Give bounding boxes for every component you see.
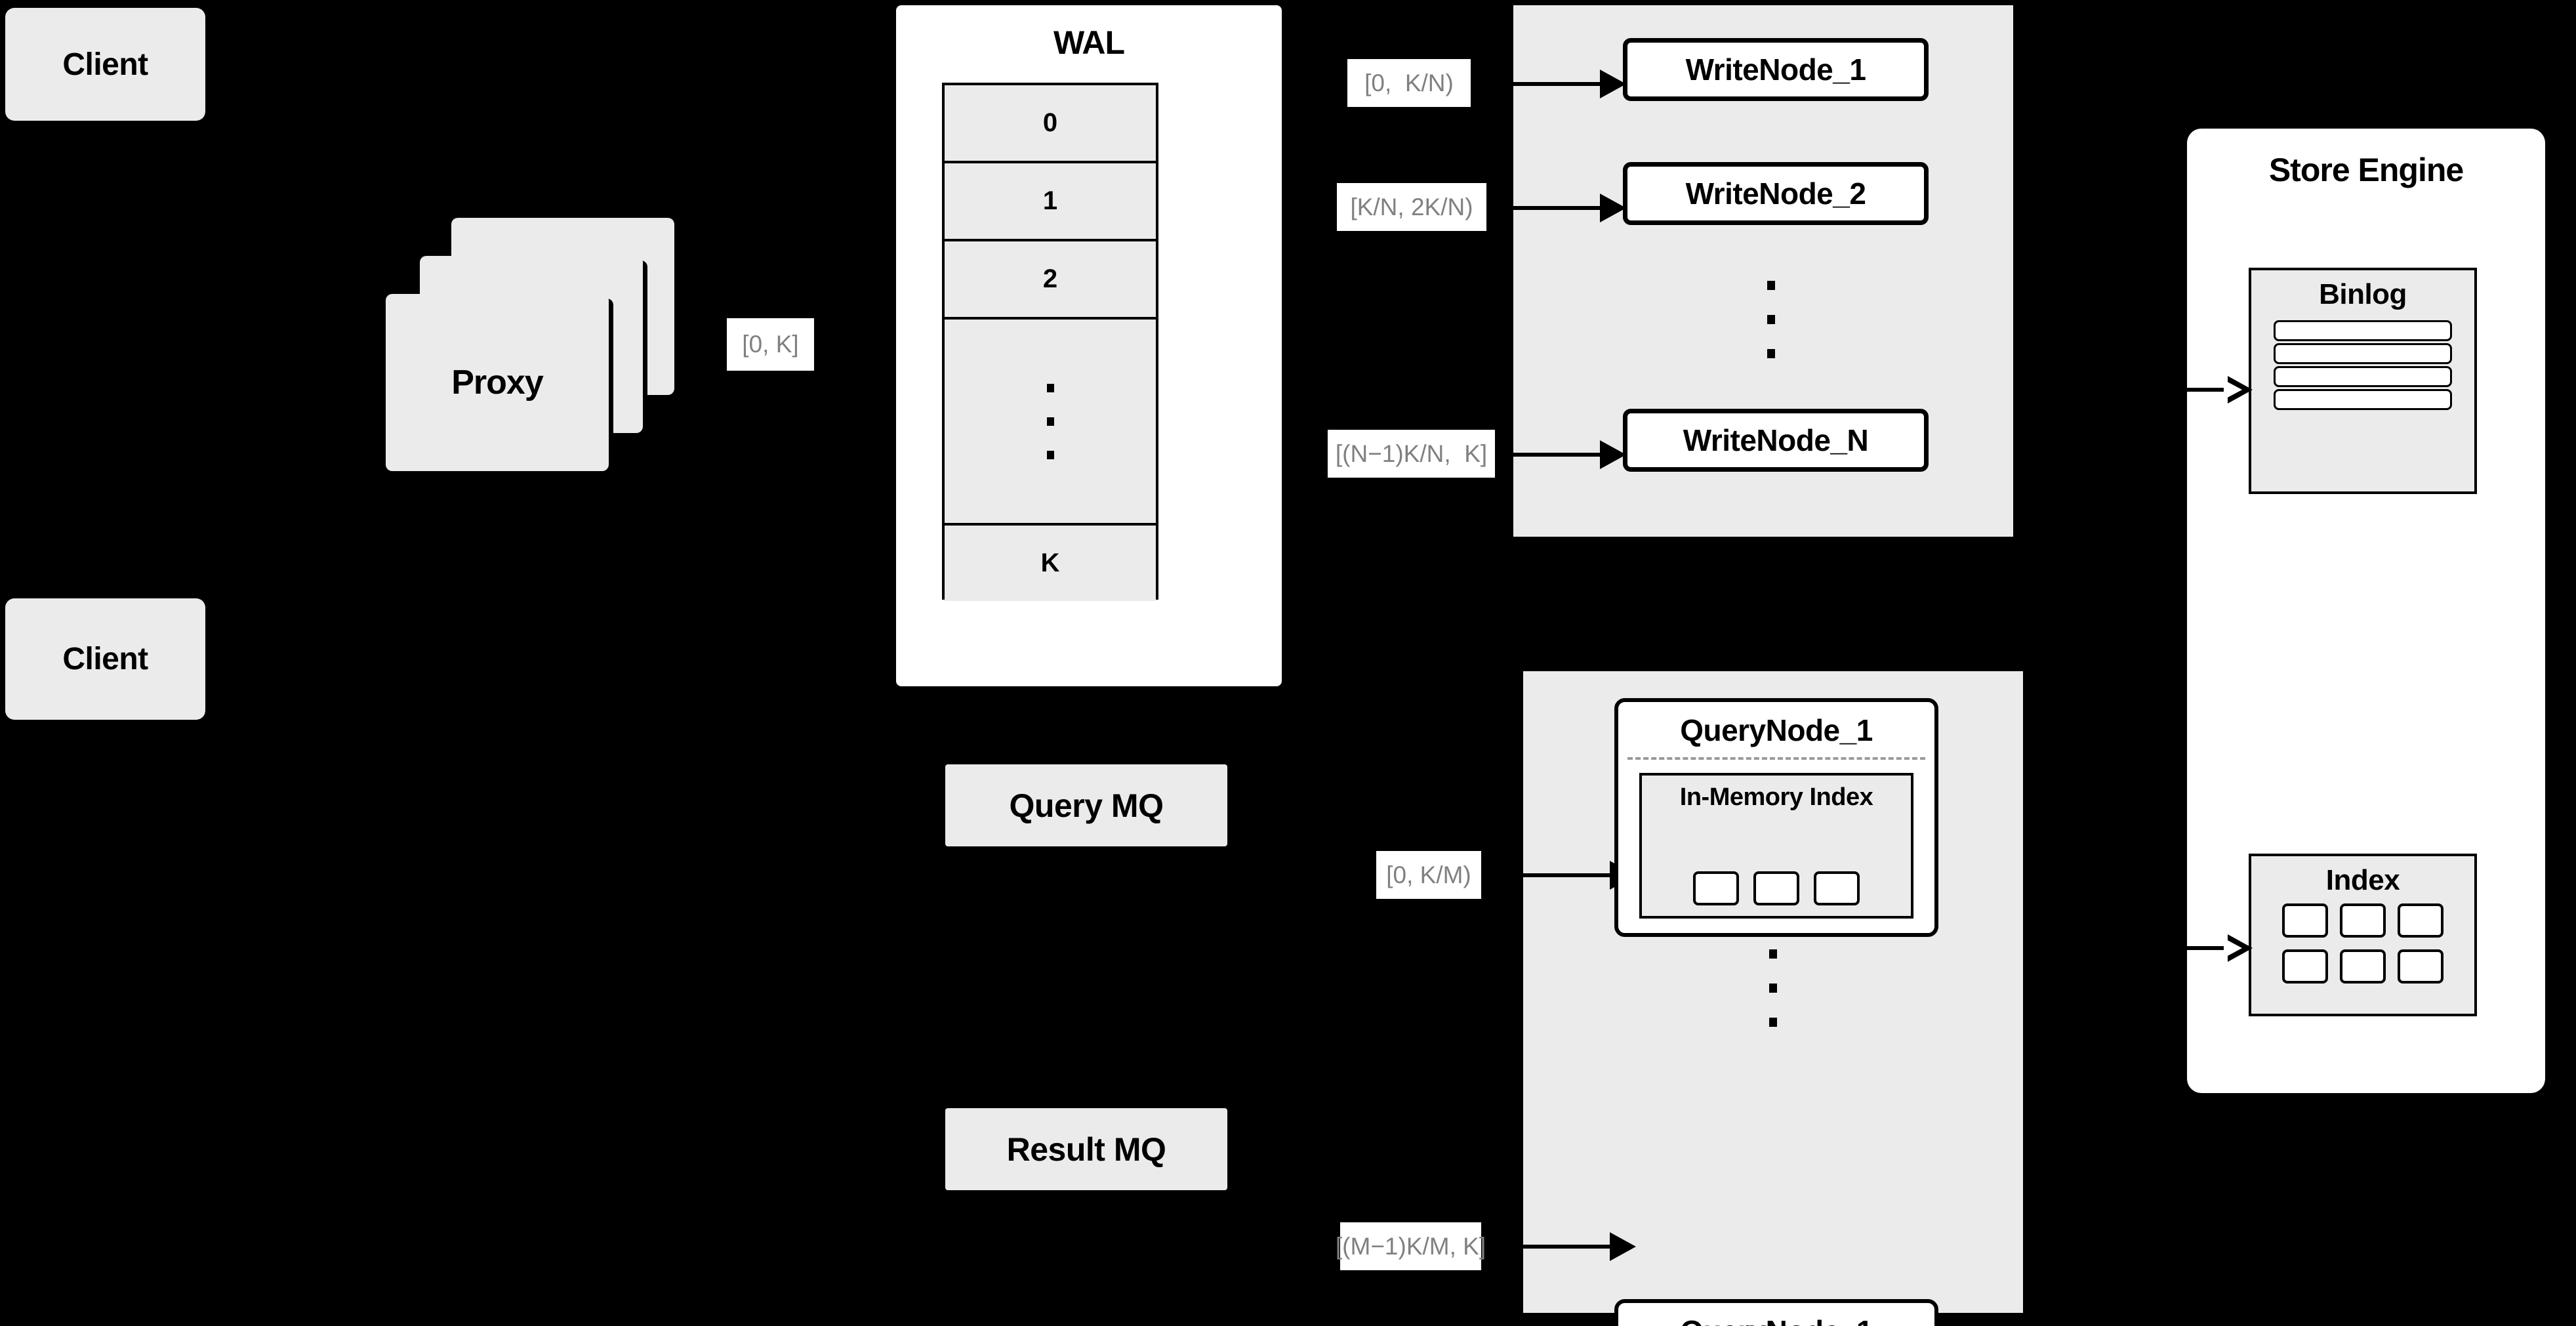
write-node-n-range-text: [(N−1)K/N, K] xyxy=(1335,440,1488,467)
query-cluster-ellipsis xyxy=(1769,949,1777,1027)
query-node-m-title: QueryNode_1 xyxy=(1618,1314,1934,1326)
binlog-row-1 xyxy=(2274,320,2452,341)
client-node-2[interactable]: Client xyxy=(5,598,205,720)
wal-ellipsis-dot-3 xyxy=(1046,450,1054,459)
write-ellipsis-dot-1 xyxy=(1767,281,1775,290)
query-node-1-title: QueryNode_1 xyxy=(1680,713,1873,747)
wal-entry-1-label: 1 xyxy=(1042,186,1058,215)
binlog-panel[interactable]: Binlog xyxy=(2249,268,2477,494)
wal-entry-k[interactable]: K xyxy=(945,526,1156,601)
store-engine-title: Store Engine xyxy=(2268,152,2464,188)
index-cell-5 xyxy=(2340,949,2386,984)
query-ellipsis-dot-2 xyxy=(1769,984,1777,993)
proxy-output-range-label: [0, K] xyxy=(727,318,814,371)
query-node-m-range-label: [(M−1)K/M, K] xyxy=(1336,1222,1486,1270)
index-cell-6 xyxy=(2398,949,2443,984)
query-mq-label: Query MQ xyxy=(1009,787,1164,824)
index-cell-1 xyxy=(2282,903,2328,938)
query-node-1-in-memory-index: In-Memory Index xyxy=(1639,773,1913,919)
arrow-to-index xyxy=(2187,934,2253,962)
write-node-n[interactable]: WriteNode_N xyxy=(1623,409,1929,472)
arrow-to-write-node-n xyxy=(1513,440,1626,469)
wal-entry-0[interactable]: 0 xyxy=(945,85,1156,163)
client-node-1[interactable]: Client xyxy=(5,8,205,121)
index-title: Index xyxy=(2325,864,2400,896)
binlog-row-2 xyxy=(2274,343,2452,364)
proxy-node[interactable]: Proxy xyxy=(386,294,609,471)
wal-panel: WAL 0 1 2 K xyxy=(896,5,1282,686)
index-panel[interactable]: Index xyxy=(2249,854,2477,1016)
write-node-2-range-label: [K/N, 2K/N) xyxy=(1337,183,1486,231)
index-cell-4 xyxy=(2282,949,2328,984)
write-node-2-range-text: [K/N, 2K/N) xyxy=(1350,193,1473,220)
wal-entry-table: 0 1 2 K xyxy=(942,83,1158,601)
arrow-to-write-node-2 xyxy=(1513,194,1626,222)
write-ellipsis-dot-2 xyxy=(1767,315,1775,324)
query-node-1-index-cell-2 xyxy=(1753,871,1799,905)
wal-ellipsis-dot-2 xyxy=(1046,417,1054,426)
query-ellipsis-dot-3 xyxy=(1769,1018,1777,1027)
query-node-1-range-text: [0, K/M) xyxy=(1386,861,1471,888)
query-ellipsis-dot-1 xyxy=(1769,949,1777,959)
query-node-1[interactable]: QueryNode_1 In-Memory Index xyxy=(1614,698,1938,937)
index-cell-3 xyxy=(2398,903,2443,938)
binlog-row-3 xyxy=(2274,366,2452,387)
wal-title: WAL xyxy=(1053,24,1125,61)
binlog-title: Binlog xyxy=(2319,278,2407,310)
query-node-1-divider xyxy=(1627,757,1925,760)
query-mq-node[interactable]: Query MQ xyxy=(945,764,1227,846)
arrow-to-binlog xyxy=(2187,376,2253,404)
wal-entries-ellipsis xyxy=(945,320,1156,526)
query-node-m[interactable]: QueryNode_1 In-Memory Index xyxy=(1614,1299,1938,1326)
write-cluster-ellipsis xyxy=(1767,281,1775,358)
result-mq-label: Result MQ xyxy=(1006,1130,1166,1168)
wal-entry-1[interactable]: 1 xyxy=(945,163,1156,241)
write-node-n-range-label: [(N−1)K/N, K] xyxy=(1328,430,1495,478)
query-node-m-range-text: [(M−1)K/M, K] xyxy=(1335,1232,1486,1260)
index-grid xyxy=(2251,903,2474,984)
wal-entry-k-label: K xyxy=(1040,549,1060,577)
query-node-1-index-cells xyxy=(1642,871,1911,905)
index-cell-2 xyxy=(2340,903,2386,938)
query-node-1-range-label: [0, K/M) xyxy=(1376,851,1481,899)
binlog-rows xyxy=(2274,320,2452,410)
query-node-1-index-cell-1 xyxy=(1693,871,1739,905)
write-node-1[interactable]: WriteNode_1 xyxy=(1623,38,1929,101)
write-node-1-range-text: [0, K/N) xyxy=(1364,69,1454,96)
write-node-1-label: WriteNode_1 xyxy=(1685,52,1866,87)
index-grid-row-2 xyxy=(2282,949,2443,984)
client-node-1-label: Client xyxy=(62,47,148,82)
proxy-label: Proxy xyxy=(451,363,544,402)
query-node-1-index-cell-3 xyxy=(1814,871,1860,905)
binlog-row-4 xyxy=(2274,389,2452,410)
index-grid-row-1 xyxy=(2282,903,2443,938)
wal-ellipsis-dot-1 xyxy=(1046,383,1054,392)
proxy-output-range-text: [0, K] xyxy=(742,331,799,358)
wal-entry-2-label: 2 xyxy=(1042,264,1058,293)
result-mq-node[interactable]: Result MQ xyxy=(945,1108,1227,1190)
write-node-1-range-label: [0, K/N) xyxy=(1347,59,1471,107)
arrow-to-query-node-m xyxy=(1523,1232,1636,1261)
store-engine-panel: Store Engine Binlog Index xyxy=(2187,129,2545,1093)
write-ellipsis-dot-3 xyxy=(1767,349,1775,358)
wal-entry-2[interactable]: 2 xyxy=(945,241,1156,320)
arrow-to-write-node-1 xyxy=(1513,70,1626,98)
write-node-n-label: WriteNode_N xyxy=(1683,423,1869,457)
wal-entry-0-label: 0 xyxy=(1042,108,1058,137)
write-node-2-label: WriteNode_2 xyxy=(1685,176,1866,211)
client-node-2-label: Client xyxy=(62,642,148,676)
write-node-2[interactable]: WriteNode_2 xyxy=(1623,162,1929,225)
query-node-1-in-memory-index-title: In-Memory Index xyxy=(1679,783,1873,811)
